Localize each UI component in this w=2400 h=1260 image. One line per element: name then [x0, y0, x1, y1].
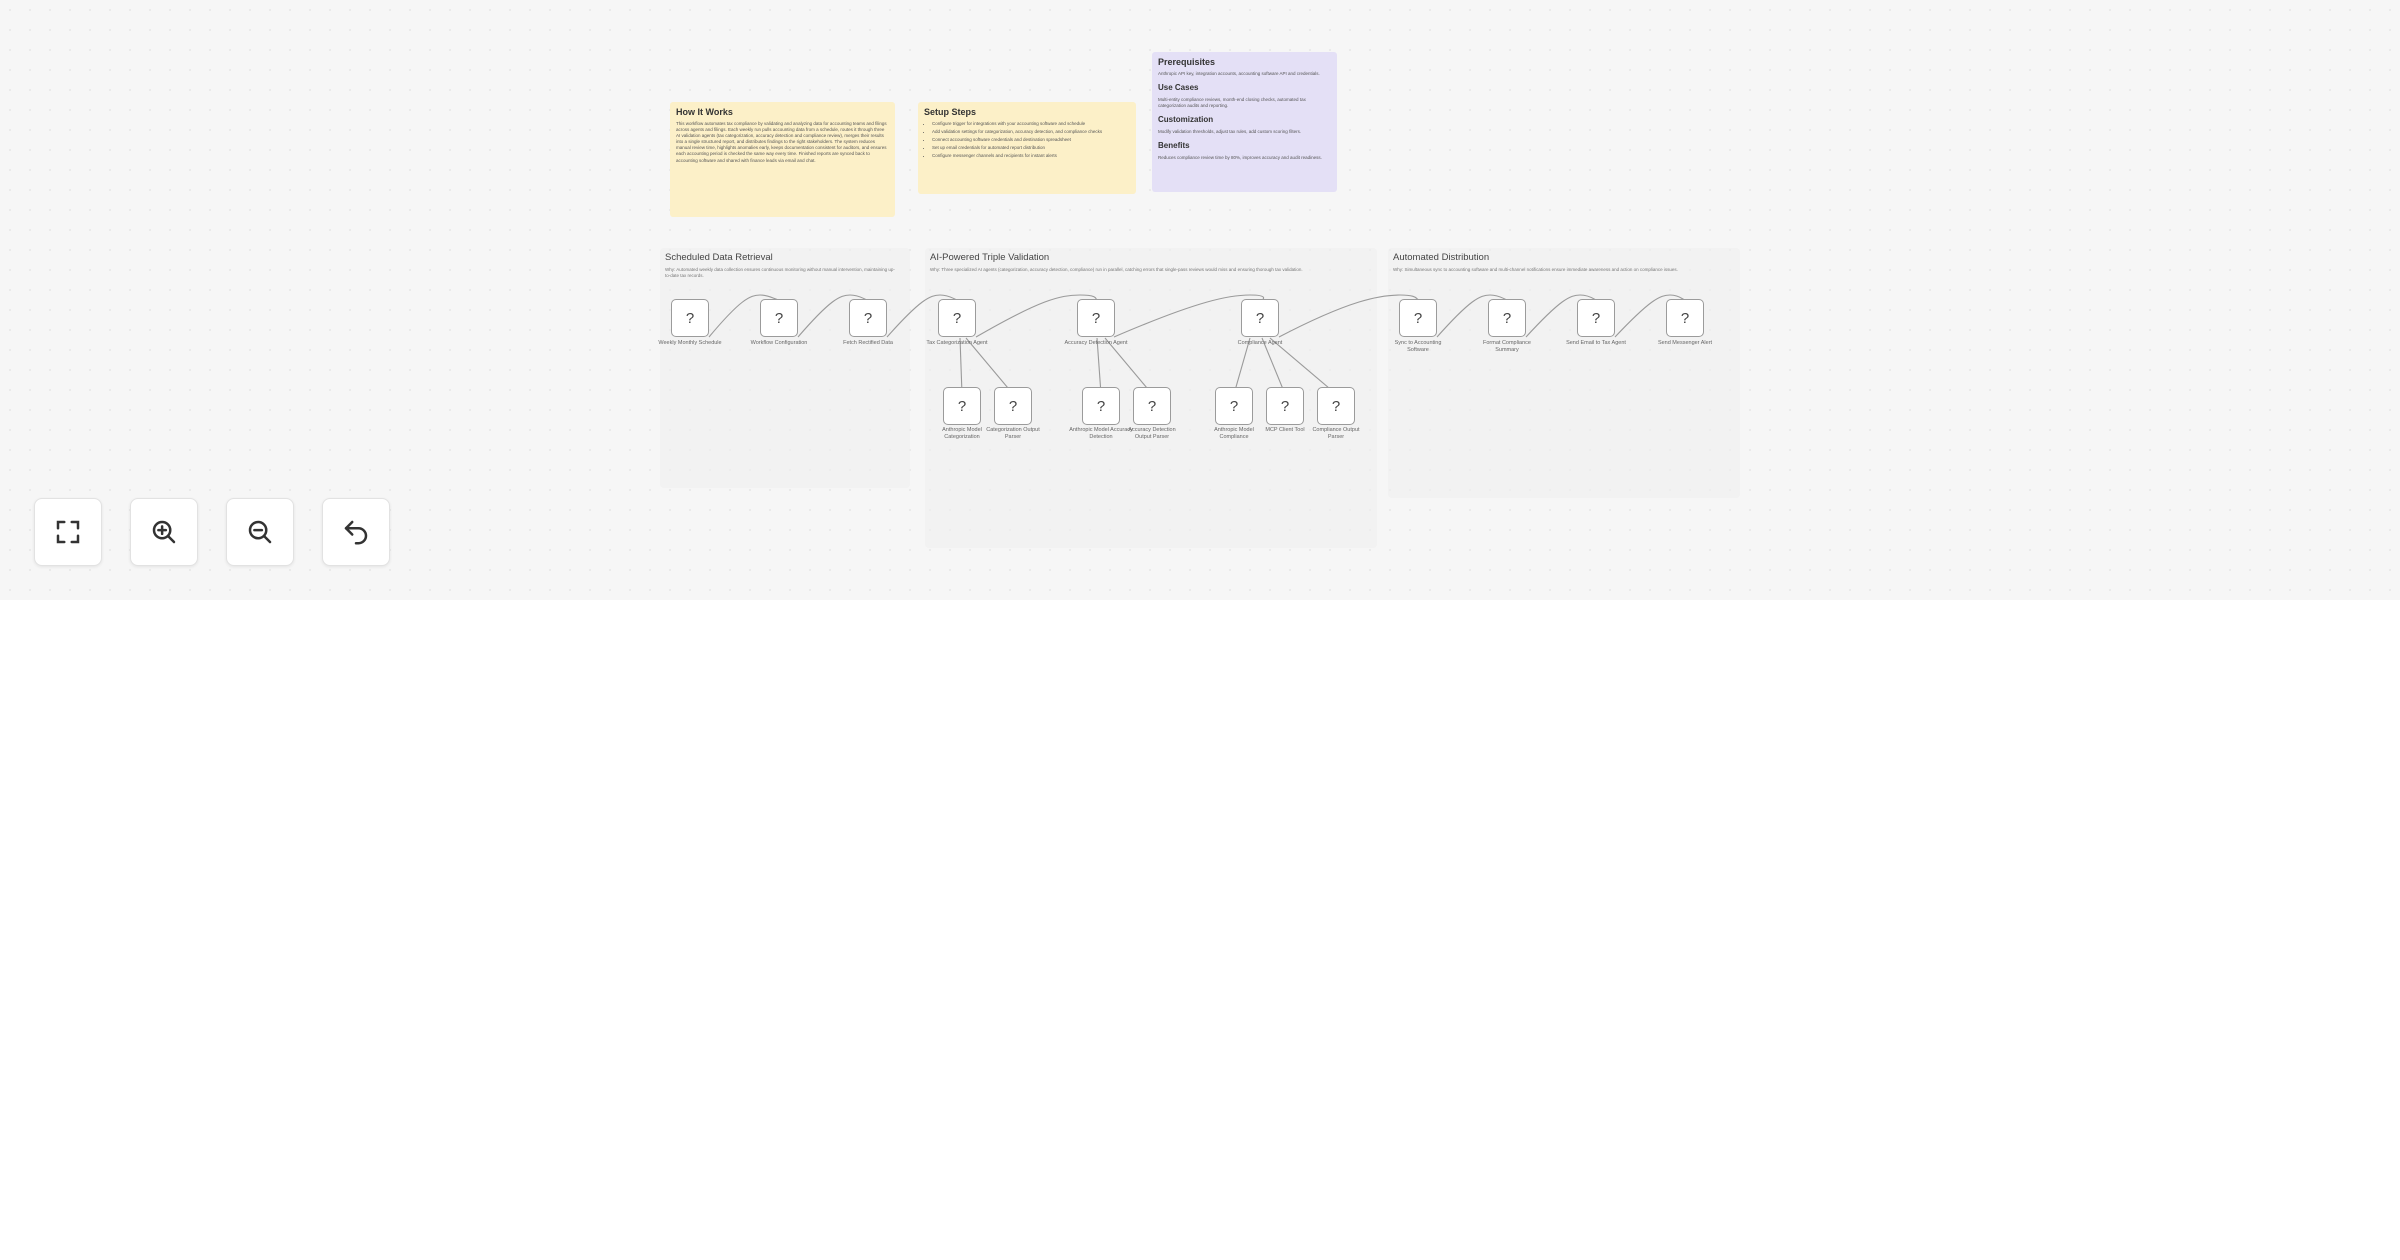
group-automated-distribution[interactable]: Automated Distribution Why: Simultaneous… — [1388, 248, 1740, 498]
unknown-node-icon: ? — [1280, 397, 1290, 415]
zoom-out-button[interactable] — [226, 498, 294, 566]
setup-item: Add validation settings for categorizati… — [932, 129, 1130, 135]
note-subtitle: Benefits — [1158, 140, 1190, 150]
unknown-node-icon: ? — [1502, 309, 1512, 327]
unknown-node-icon: ? — [1680, 309, 1690, 327]
node-label: Anthropic Model Compliance — [1214, 427, 1254, 440]
node-label: Anthropic Model Accuracy Detection — [1069, 427, 1133, 440]
node-weekly-schedule[interactable]: ? — [671, 299, 709, 337]
unknown-node-icon: ? — [1147, 397, 1157, 415]
setup-item: Configure messenger channels and recipie… — [932, 153, 1130, 159]
setup-list: Configure trigger for integrations with … — [924, 121, 1130, 159]
node-compliance-output-parser[interactable]: ? — [1317, 387, 1355, 425]
group-description: Why: Three specialized AI agents (catego… — [930, 267, 1303, 272]
node-tax-categorization-agent[interactable]: ? — [938, 299, 976, 337]
node-workflow-configuration[interactable]: ? — [760, 299, 798, 337]
unknown-node-icon: ? — [1255, 309, 1265, 327]
workflow-canvas[interactable]: How It Works This workflow automates tax… — [0, 0, 2400, 600]
node-label: Format Compliance Summary — [1483, 340, 1531, 353]
setup-item: Connect accounting software credentials … — [932, 137, 1130, 143]
unknown-node-icon: ? — [863, 309, 873, 327]
note-setup-steps[interactable]: Setup Steps Configure trigger for integr… — [918, 102, 1136, 194]
node-label: Accuracy Detection Agent — [1064, 340, 1128, 346]
node-mcp-client-tool[interactable]: ? — [1266, 387, 1304, 425]
group-scheduled-data-retrieval[interactable]: Scheduled Data Retrieval Why: Automated … — [660, 248, 910, 488]
fit-view-button[interactable] — [34, 498, 102, 566]
node-label: Tax Categorization Agent — [926, 340, 988, 346]
note-how-it-works[interactable]: How It Works This workflow automates tax… — [670, 102, 895, 217]
undo-icon — [344, 520, 368, 545]
unknown-node-icon: ? — [1008, 397, 1018, 415]
node-label: Send Email to Tax Agent — [1566, 340, 1626, 346]
note-subtitle: Use Cases — [1158, 83, 1199, 93]
note-body: This workflow automates tax compliance b… — [676, 121, 887, 163]
node-label: Categorization Output Parser — [986, 427, 1040, 440]
node-accuracy-output-parser[interactable]: ? — [1133, 387, 1171, 425]
node-send-email[interactable]: ? — [1577, 299, 1615, 337]
node-label: Compliance Output Parser — [1312, 427, 1360, 440]
unknown-node-icon: ? — [1229, 397, 1239, 415]
node-label: Sync to Accounting Software — [1394, 340, 1442, 353]
unknown-node-icon: ? — [774, 309, 784, 327]
group-title: AI-Powered Triple Validation — [930, 252, 1050, 263]
note-title: How It Works — [676, 107, 733, 117]
note-text: Anthropic API key, integration accounts,… — [1158, 71, 1320, 77]
reset-zoom-button[interactable] — [322, 498, 390, 566]
node-send-messenger-alert[interactable]: ? — [1666, 299, 1704, 337]
node-label: Weekly Monthly Schedule — [658, 340, 722, 346]
note-subtitle: Customization — [1158, 115, 1214, 125]
note-text: Multi-entity compliance reviews, month-e… — [1158, 97, 1306, 109]
group-title: Automated Distribution — [1393, 252, 1490, 263]
zoom-out-icon — [248, 520, 272, 544]
node-label: Fetch Rectified Data — [843, 340, 893, 346]
zoom-in-icon — [152, 520, 176, 544]
node-categorization-output-parser[interactable]: ? — [994, 387, 1032, 425]
fullscreen-icon — [56, 520, 80, 544]
node-label: Compliance Agent — [1237, 340, 1283, 346]
unknown-node-icon: ? — [685, 309, 695, 327]
group-description: Why: Simultaneous sync to accounting sof… — [1393, 267, 1678, 272]
node-format-summary[interactable]: ? — [1488, 299, 1526, 337]
zoom-in-button[interactable] — [130, 498, 198, 566]
setup-item: Configure trigger for integrations with … — [932, 121, 1130, 127]
note-title: Setup Steps — [924, 107, 977, 117]
node-label: MCP Client Tool — [1265, 427, 1305, 433]
unknown-node-icon: ? — [1331, 397, 1341, 415]
node-fetch-data[interactable]: ? — [849, 299, 887, 337]
setup-item: Set up email credentials for automated r… — [932, 145, 1130, 151]
unknown-node-icon: ? — [1591, 309, 1601, 327]
note-title: Prerequisites — [1158, 57, 1216, 67]
note-text: Modify validation thresholds, adjust tax… — [1158, 128, 1302, 134]
unknown-node-icon: ? — [957, 397, 967, 415]
note-prerequisites[interactable]: Prerequisites Anthropic API key, integra… — [1152, 52, 1337, 192]
node-label: Send Messenger Alert — [1657, 340, 1713, 346]
node-label: Accuracy Detection Output Parser — [1128, 427, 1176, 440]
unknown-node-icon: ? — [1413, 309, 1423, 327]
node-label: Workflow Configuration — [750, 340, 808, 346]
node-accuracy-detection-agent[interactable]: ? — [1077, 299, 1115, 337]
node-anthropic-model-compliance[interactable]: ? — [1215, 387, 1253, 425]
group-description: Why: Automated weekly data collection en… — [665, 267, 895, 278]
node-anthropic-model-accuracy[interactable]: ? — [1082, 387, 1120, 425]
unknown-node-icon: ? — [1096, 397, 1106, 415]
node-label: Anthropic Model Categorization — [942, 427, 982, 440]
unknown-node-icon: ? — [1091, 309, 1101, 327]
node-anthropic-model-categorization[interactable]: ? — [943, 387, 981, 425]
node-sync-accounting[interactable]: ? — [1399, 299, 1437, 337]
node-compliance-agent[interactable]: ? — [1241, 299, 1279, 337]
note-text: Reduces compliance review time by 80%, i… — [1158, 154, 1322, 160]
unknown-node-icon: ? — [952, 309, 962, 327]
group-title: Scheduled Data Retrieval — [665, 252, 773, 263]
